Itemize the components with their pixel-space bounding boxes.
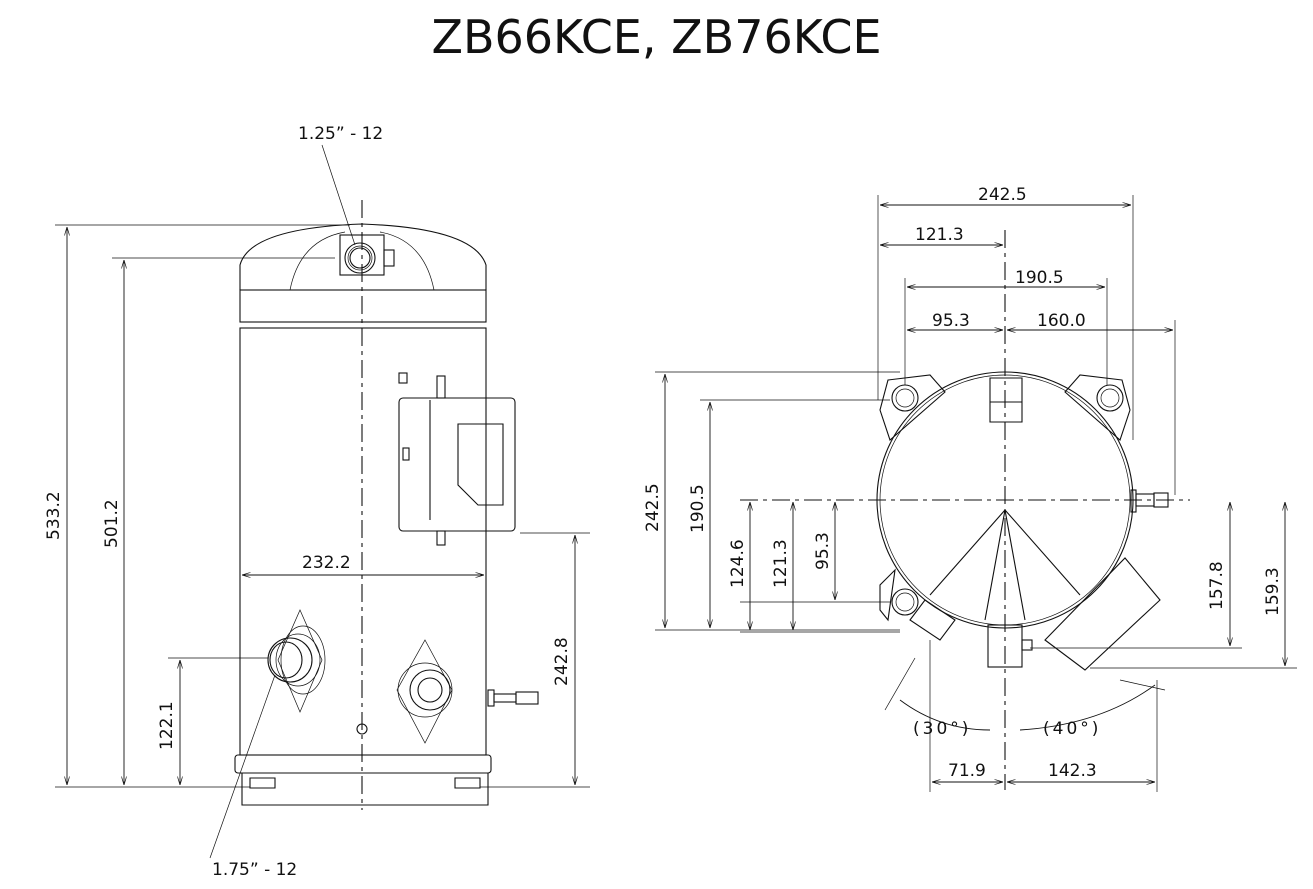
- dim-533-2: 533.2: [44, 491, 64, 540]
- dim-v-121-3: 121.3: [771, 539, 791, 588]
- suction-fitting: [267, 609, 326, 713]
- dim-h-190-5: 190.5: [1015, 268, 1064, 288]
- dim-v-190-5: 190.5: [688, 484, 708, 533]
- dim-h-121-3: 121.3: [915, 225, 964, 245]
- drawing-title: ZB66KCE, ZB76KCE: [431, 10, 882, 64]
- top-view: 242.5 121.3 190.5 95.3 160.0 242.5 190.5…: [643, 185, 1297, 792]
- terminal-box: [398, 372, 516, 546]
- dim-71-9: 71.9: [948, 761, 986, 781]
- dim-v-159-3: 159.3: [1263, 567, 1283, 616]
- bottom-fitting-label: 1.75” - 12: [212, 860, 297, 880]
- dim-h-95-3: 95.3: [932, 311, 970, 331]
- mounting-lugs: [879, 374, 1131, 622]
- dim-v-242-5: 242.5: [643, 483, 663, 532]
- upper-band: [239, 289, 487, 323]
- dim-122-1: 122.1: [157, 701, 177, 750]
- side-view: 1.25” - 12 1.75” - 12 533.2 501.2 122.1 …: [44, 124, 590, 880]
- dim-v-157-8: 157.8: [1207, 561, 1227, 610]
- top-fitting-label: 1.25” - 12: [298, 124, 383, 144]
- schrader-valve: [487, 689, 539, 707]
- feet: [241, 773, 489, 806]
- base-plate: [234, 754, 492, 774]
- dim-h-242-5: 242.5: [978, 185, 1027, 205]
- dim-142-3: 142.3: [1048, 761, 1097, 781]
- shell-body: [239, 327, 487, 756]
- top-bracket: [989, 377, 1023, 423]
- angle-30: (30°): [913, 719, 971, 739]
- dome: [239, 223, 487, 290]
- dim-h-160-0: 160.0: [1037, 311, 1086, 331]
- fittings-cone: [909, 509, 1161, 671]
- dim-v-124-6: 124.6: [728, 539, 748, 588]
- dim-232-2: 232.2: [302, 553, 351, 573]
- oil-fitting: [396, 639, 453, 744]
- discharge-fitting: [339, 234, 395, 276]
- dim-v-95-3: 95.3: [813, 532, 833, 570]
- dim-242-8: 242.8: [552, 637, 572, 686]
- dim-501-2: 501.2: [102, 499, 122, 548]
- angle-40: (40°): [1043, 719, 1101, 739]
- schrader-valve-top: [1130, 489, 1169, 513]
